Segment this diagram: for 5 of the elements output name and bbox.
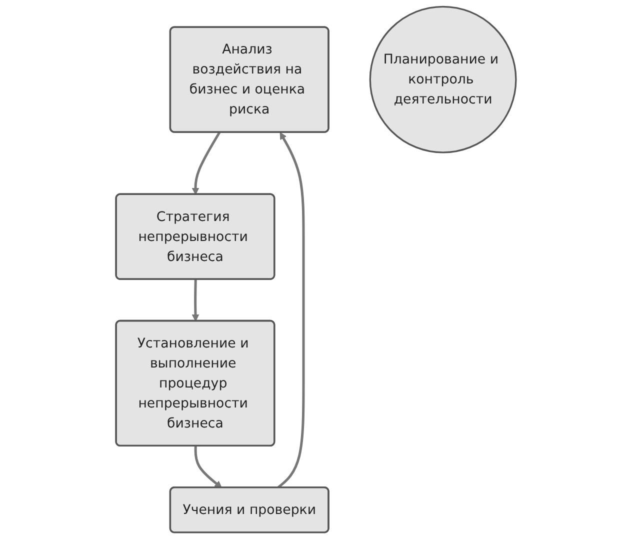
arrow: [194, 446, 222, 488]
arrow: [191, 279, 199, 322]
node-circle: Планирование и контроль деятельности: [368, 6, 516, 154]
arrow: [191, 132, 220, 195]
arrow: [276, 132, 304, 489]
